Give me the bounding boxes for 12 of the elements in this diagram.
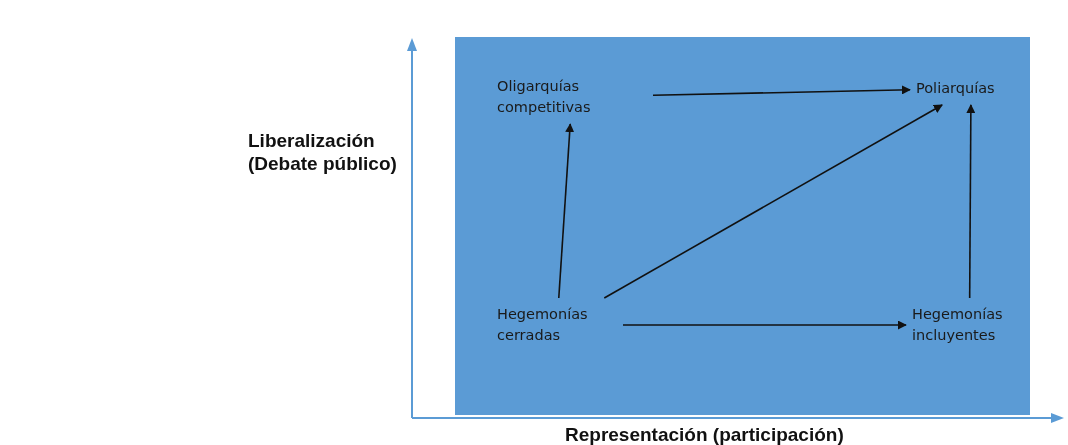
node-text: Hegemonías cerradas bbox=[497, 305, 589, 345]
arrow bbox=[966, 104, 976, 299]
node-text: Hegemonías incluyentes bbox=[912, 305, 1004, 345]
arrow bbox=[603, 104, 943, 299]
panel-background bbox=[455, 37, 1030, 415]
node-text: Oligarquías competitivas bbox=[497, 77, 592, 117]
axis-label: Representación (participación) bbox=[565, 424, 844, 445]
arrow bbox=[652, 85, 911, 97]
arrow bbox=[558, 123, 575, 299]
arrow bbox=[622, 320, 907, 330]
node-text: Poliarquías bbox=[916, 79, 996, 98]
axis-label: Liberalización (Debate público) bbox=[248, 130, 398, 176]
